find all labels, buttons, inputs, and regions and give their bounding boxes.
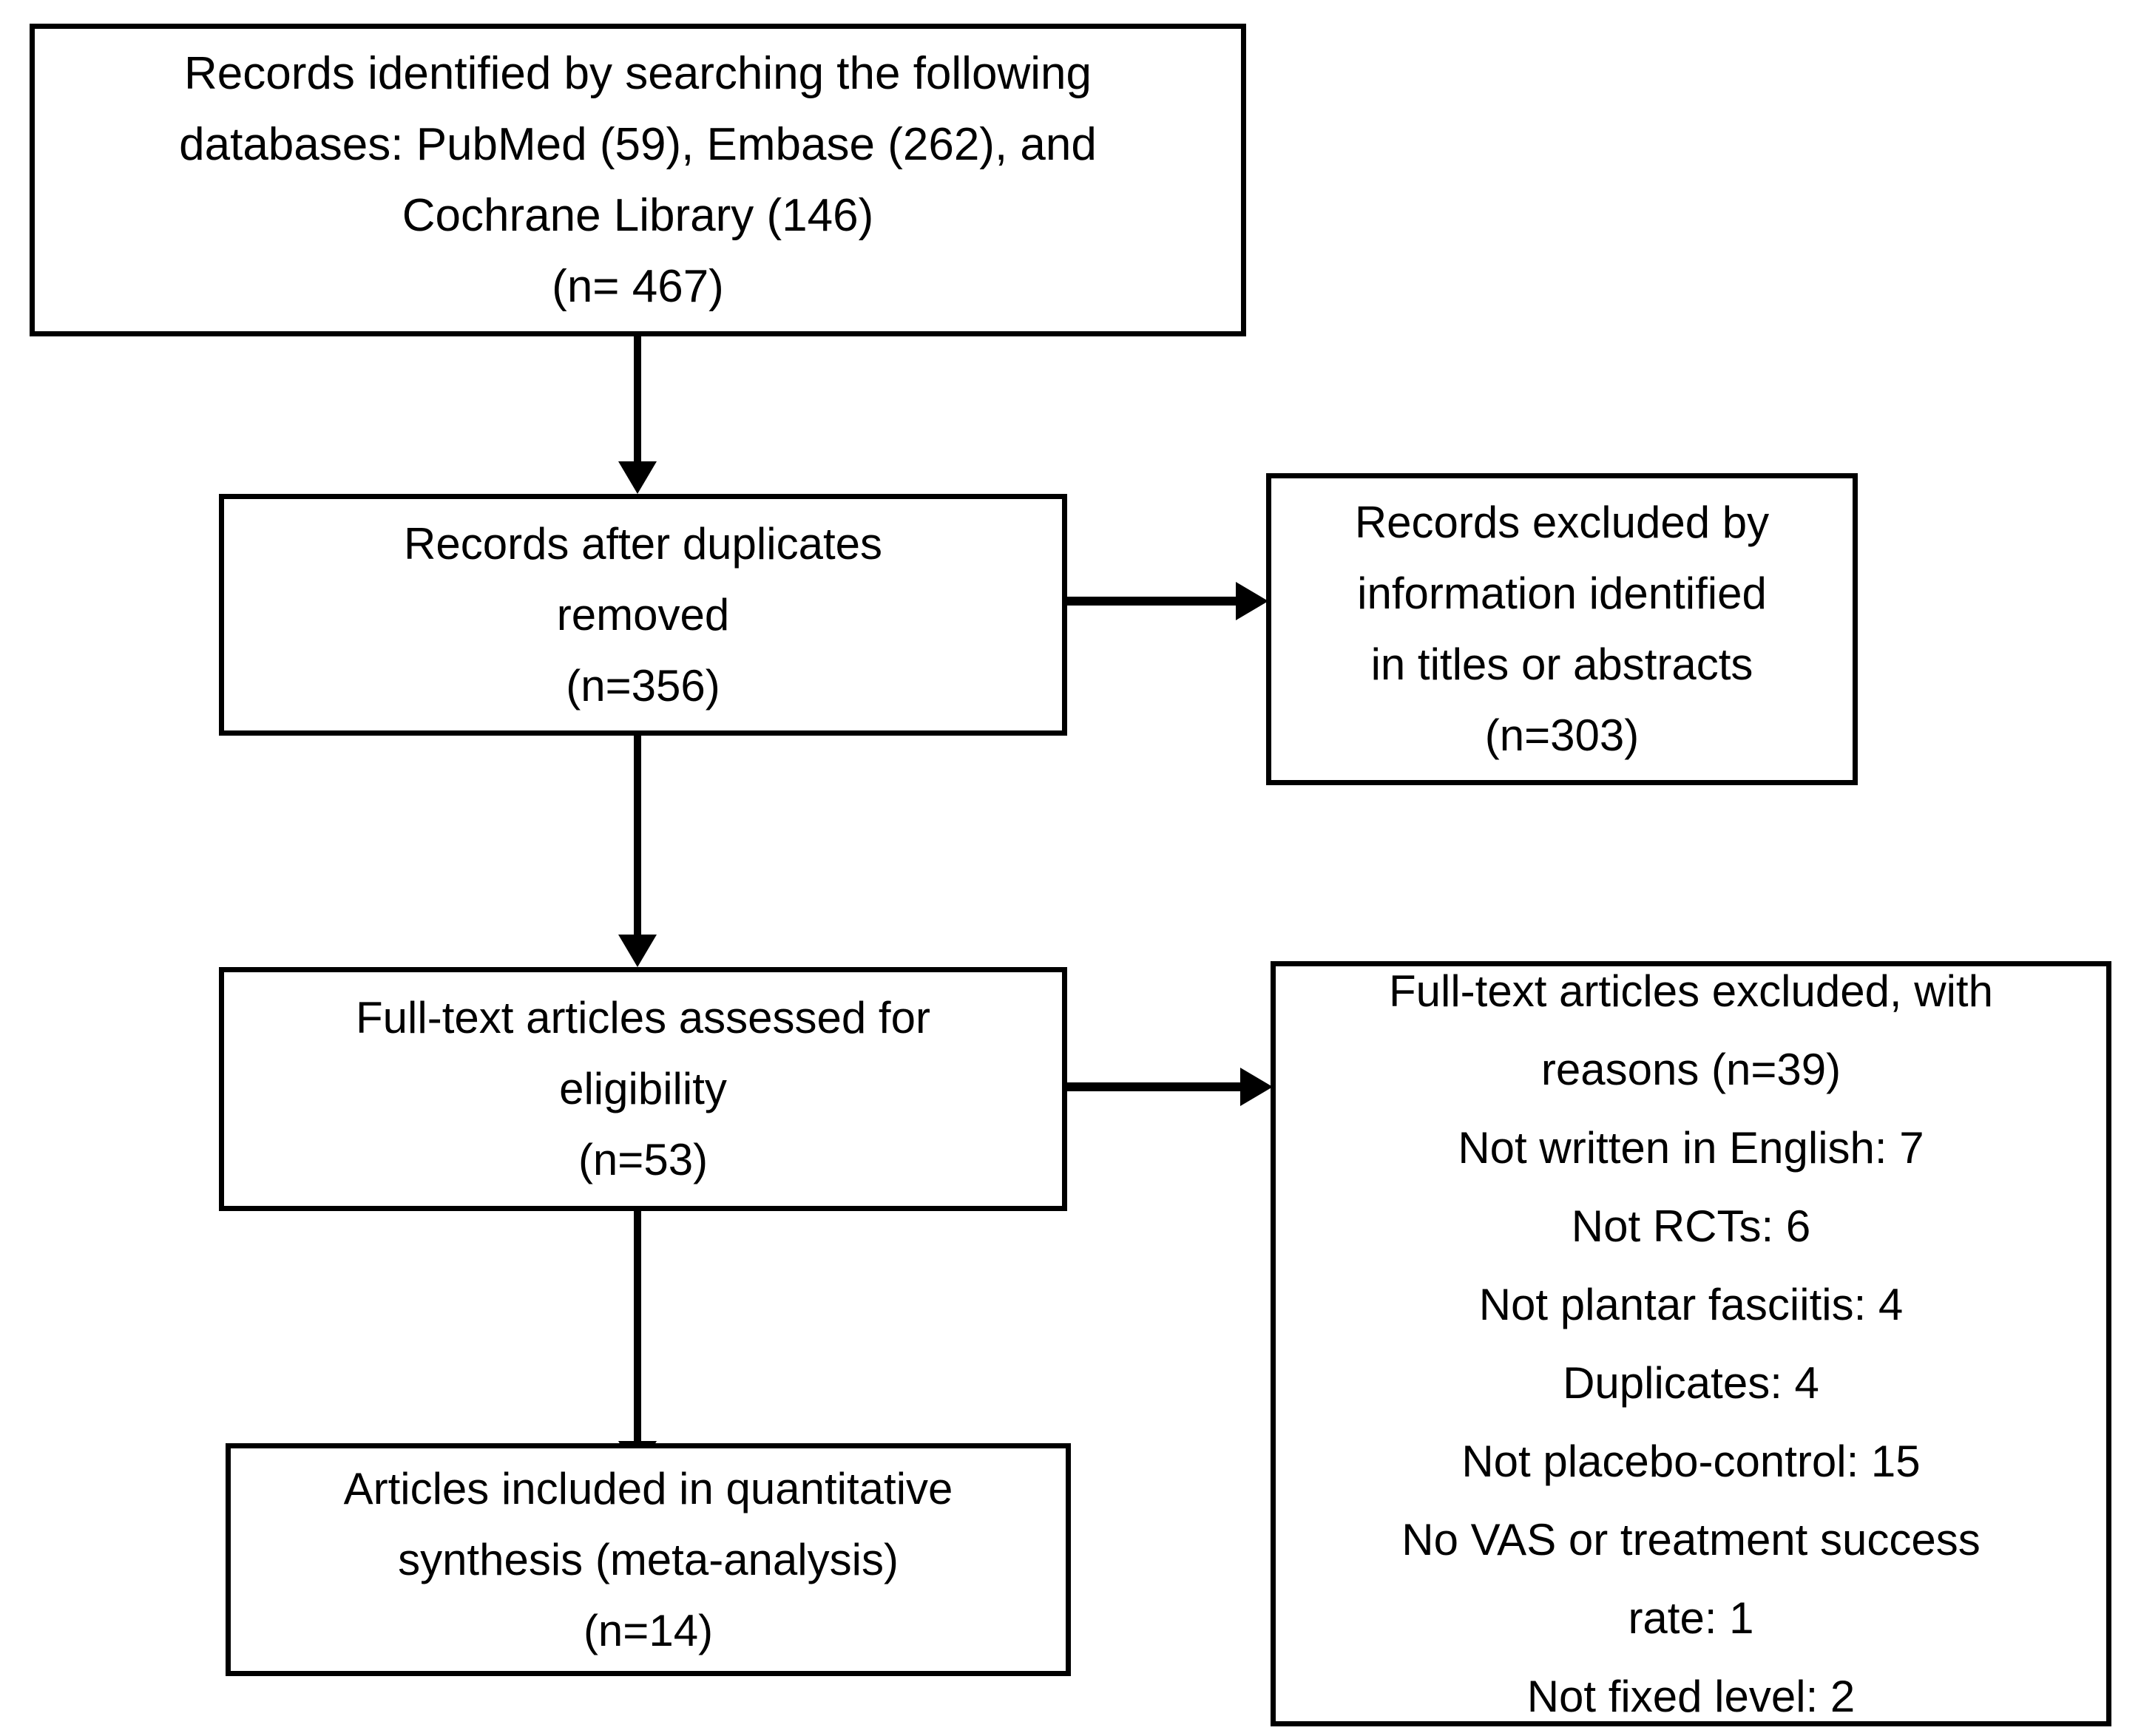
arrow-head-down-icon [618,461,657,494]
box-fulltext-assessed-line-1: Full-text articles assessed for [356,993,930,1042]
box-records-identified-line-3: Cochrane Library (146) [402,189,874,241]
box-fulltext-articles-assessed: Full-text articles assessed for eligibil… [219,967,1067,1211]
box-records-excluded-line-4: (n=303) [1484,711,1640,760]
box-records-excluded-line-3: in titles or abstracts [1370,640,1753,689]
box-fulltext-excluded-reason-1: Not written in English: 7 [1458,1122,1924,1173]
box-included-synthesis-line-1: Articles included in quantitative [343,1463,953,1513]
arrow-head-right-icon [1240,1068,1273,1106]
box-fulltext-excluded-reason-7: Not fixed level: 2 [1526,1671,1856,1721]
box-records-after-duplicates-line-3: (n=356) [566,660,720,711]
arrow-shaft [1067,597,1237,606]
box-fulltext-excluded-reason-6b: rate: 1 [1628,1593,1754,1643]
box-records-excluded-titles-abstracts: Records excluded by information identifi… [1266,473,1858,785]
box-fulltext-excluded-reason-3: Not plantar fasciitis: 4 [1478,1279,1904,1329]
box-fulltext-excluded-reason-6a: No VAS or treatment success [1401,1514,1981,1564]
box-records-identified-line-4: (n= 467) [552,260,724,312]
box-records-identified: Records identified by searching the foll… [30,24,1246,336]
box-records-excluded-line-1: Records excluded by [1354,498,1770,547]
arrow-shaft [634,736,641,935]
box-included-synthesis-line-3: (n=14) [583,1605,714,1655]
box-fulltext-excluded-line-2: reasons (n=39) [1540,1044,1841,1094]
box-fulltext-articles-excluded: Full-text articles excluded, with reason… [1271,961,2111,1726]
box-records-after-duplicates-line-1: Records after duplicates [404,518,882,569]
arrow-shaft [1067,1082,1242,1091]
box-fulltext-excluded-reason-5: Not placebo-control: 15 [1461,1436,1921,1486]
box-included-synthesis-line-2: synthesis (meta-analysis) [398,1534,899,1584]
box-records-excluded-line-2: information identified [1357,569,1767,618]
box-fulltext-excluded-reason-4: Duplicates: 4 [1563,1357,1819,1408]
box-fulltext-assessed-line-3: (n=53) [578,1135,708,1184]
box-fulltext-excluded-line-1: Full-text articles excluded, with [1389,966,1993,1016]
arrow-head-down-icon [618,935,657,967]
box-records-identified-line-1: Records identified by searching the foll… [184,47,1092,99]
arrow-shaft [634,1211,641,1442]
arrow-shaft [634,336,641,462]
box-records-identified-line-2: databases: PubMed (59), Embase (262), an… [179,118,1097,170]
box-records-after-duplicates-line-2: removed [556,589,730,640]
arrow-head-right-icon [1236,582,1268,620]
box-records-after-duplicates: Records after duplicates removed (n=356) [219,494,1067,736]
box-fulltext-excluded-reason-2: Not RCTs: 6 [1571,1201,1811,1251]
box-fulltext-assessed-line-2: eligibility [559,1064,727,1113]
box-articles-included-synthesis: Articles included in quantitative synthe… [226,1443,1071,1676]
